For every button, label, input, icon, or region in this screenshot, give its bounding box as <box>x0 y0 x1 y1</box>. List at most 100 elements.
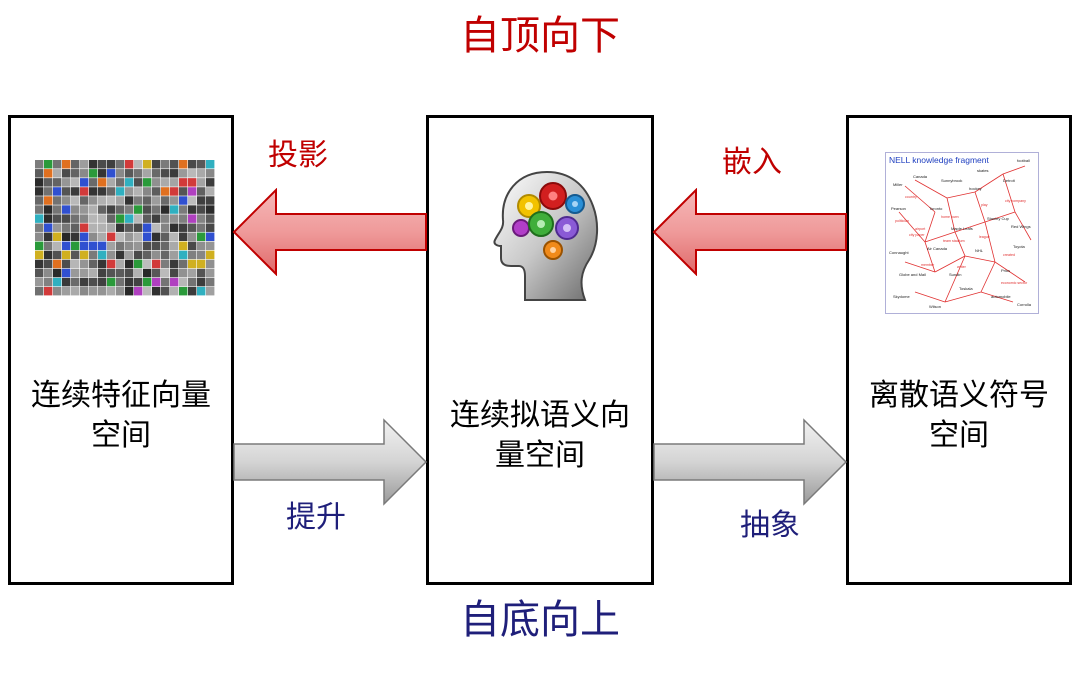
feature-grid-image <box>35 160 215 296</box>
feature-patch <box>80 178 89 187</box>
feature-patch <box>143 232 152 241</box>
feature-patch <box>98 250 107 260</box>
feature-patch <box>107 160 116 169</box>
svg-text:Miller: Miller <box>893 182 903 187</box>
feature-patch <box>170 160 179 169</box>
feature-patch <box>44 268 53 278</box>
feature-patch <box>125 250 134 260</box>
feature-patch <box>116 232 125 241</box>
knowledge-graph-image: Miller Canada Sunnybrook skates football… <box>885 152 1039 314</box>
feature-patch <box>143 223 152 232</box>
feature-patch <box>107 205 116 214</box>
continuous-quasi-semantic-space-box: 连续拟语义向 量空间 <box>426 115 654 585</box>
projection-arrow <box>232 188 427 276</box>
feature-patch <box>152 187 161 196</box>
feature-patch <box>98 232 107 241</box>
feature-patch <box>170 169 179 178</box>
svg-text:football: football <box>1017 158 1030 163</box>
feature-patch <box>98 178 107 187</box>
svg-text:Skydome: Skydome <box>893 294 910 299</box>
svg-text:Red Wings: Red Wings <box>1011 224 1031 229</box>
feature-patch <box>98 223 107 232</box>
feature-patch <box>206 250 215 260</box>
feature-patch <box>35 223 44 232</box>
feature-patch <box>35 268 44 278</box>
svg-text:hockey: hockey <box>969 186 982 191</box>
abstraction-label: 抽象 <box>740 508 800 543</box>
feature-patch <box>125 232 134 241</box>
feature-patch <box>161 250 170 260</box>
feature-patch <box>116 250 125 260</box>
feature-patch <box>161 241 170 251</box>
feature-patch <box>152 241 161 251</box>
svg-text:Toyota: Toyota <box>1013 244 1026 249</box>
feature-patch <box>179 286 188 296</box>
feature-patch <box>98 160 107 169</box>
feature-patch <box>161 187 170 196</box>
feature-patch <box>143 205 152 214</box>
feature-patch <box>62 232 71 241</box>
feature-patch <box>170 187 179 196</box>
feature-patch <box>62 241 71 251</box>
feature-patch <box>44 259 53 269</box>
feature-patch <box>80 169 89 178</box>
feature-patch <box>35 169 44 178</box>
feature-patch <box>206 286 215 296</box>
feature-patch <box>80 241 89 251</box>
feature-patch <box>71 250 80 260</box>
svg-text:play: play <box>981 203 988 207</box>
feature-patch <box>125 268 134 278</box>
svg-text:Wilson: Wilson <box>929 304 941 309</box>
feature-patch <box>197 160 206 169</box>
svg-text:created: created <box>1003 253 1015 257</box>
feature-patch <box>71 286 80 296</box>
feature-patch <box>116 268 125 278</box>
feature-patch <box>62 286 71 296</box>
feature-patch <box>179 241 188 251</box>
feature-patch <box>143 268 152 278</box>
feature-patch <box>35 160 44 169</box>
feature-patch <box>44 196 53 205</box>
feature-patch <box>206 196 215 205</box>
feature-patch <box>152 259 161 269</box>
feature-patch <box>35 214 44 223</box>
feature-patch <box>170 223 179 232</box>
feature-patch <box>107 268 116 278</box>
feature-patch <box>206 205 215 214</box>
feature-patch <box>89 241 98 251</box>
feature-patch <box>116 259 125 269</box>
feature-patch <box>170 259 179 269</box>
feature-patch <box>53 187 62 196</box>
feature-patch <box>71 178 80 187</box>
feature-patch <box>44 160 53 169</box>
feature-patch <box>152 205 161 214</box>
feature-patch <box>143 160 152 169</box>
svg-text:Detroit: Detroit <box>1003 178 1016 183</box>
feature-patch <box>44 178 53 187</box>
feature-patch <box>134 205 143 214</box>
feature-patch <box>188 205 197 214</box>
feature-patch <box>53 223 62 232</box>
feature-patch <box>62 178 71 187</box>
feature-patch <box>179 178 188 187</box>
svg-text:politician: politician <box>895 219 909 223</box>
feature-patch <box>116 277 125 287</box>
feature-patch <box>98 214 107 223</box>
feature-patch <box>44 241 53 251</box>
svg-text:Sundin: Sundin <box>949 272 961 277</box>
feature-patch <box>89 169 98 178</box>
feature-patch <box>62 250 71 260</box>
feature-patch <box>107 286 116 296</box>
feature-patch <box>62 223 71 232</box>
feature-patch <box>188 187 197 196</box>
feature-patch <box>89 214 98 223</box>
svg-text:Toronto: Toronto <box>929 206 943 211</box>
discrete-semantic-symbol-space-label: 离散语义符号 空间 <box>869 378 1049 453</box>
feature-patch <box>143 196 152 205</box>
feature-patch <box>161 160 170 169</box>
feature-patch <box>71 214 80 223</box>
feature-patch <box>71 223 80 232</box>
feature-patch <box>53 286 62 296</box>
feature-patch <box>134 250 143 260</box>
feature-patch <box>53 259 62 269</box>
